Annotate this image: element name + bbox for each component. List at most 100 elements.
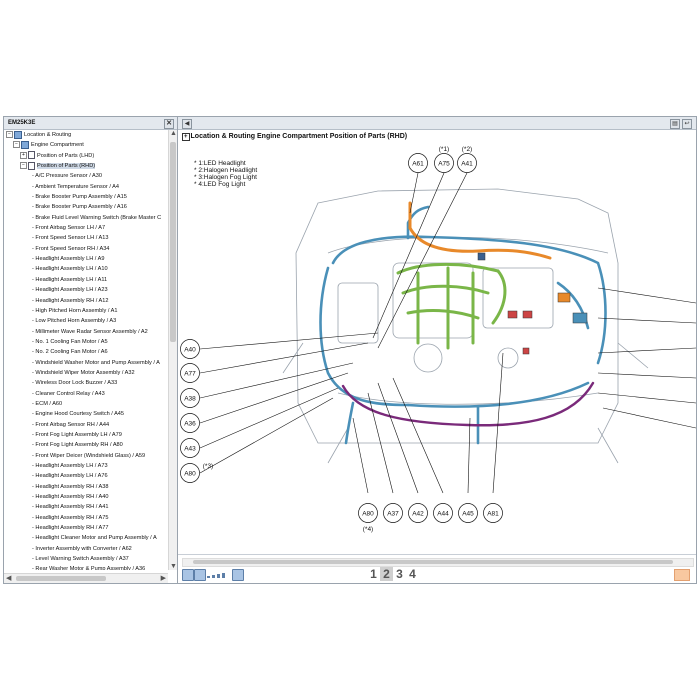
tree-item[interactable]: - A/C Pressure Sensor / A30 xyxy=(4,171,168,181)
tree-node-location-routing[interactable]: −Location & Routing xyxy=(4,130,168,140)
tree-item-label: - Cleaner Control Relay / A43 xyxy=(32,390,105,397)
tree-item[interactable]: - Front Speed Sensor RH / A34 xyxy=(4,244,168,254)
close-icon[interactable]: ✕ xyxy=(164,119,174,129)
tree-item[interactable]: - Front Airbag Sensor RH / A44 xyxy=(4,420,168,430)
scroll-thumb[interactable] xyxy=(193,560,673,564)
collapse-icon[interactable]: − xyxy=(20,162,27,170)
print-icon[interactable]: ▤ xyxy=(670,119,680,129)
wire-harness-orange xyxy=(408,201,552,260)
callout-a43[interactable]: A43 xyxy=(180,438,200,458)
connector xyxy=(557,292,571,303)
tree-item[interactable]: - Headlight Assembly RH / A77 xyxy=(4,523,168,533)
callout-a38[interactable]: A38 xyxy=(180,388,200,408)
tree-item[interactable]: - Front Fog Light Assembly RH / A80 xyxy=(4,440,168,450)
tree-vertical-scrollbar[interactable]: ▲ ▼ xyxy=(168,130,177,570)
zoom-icon[interactable] xyxy=(232,569,244,581)
expand-title-icon[interactable]: + xyxy=(182,133,190,141)
tree-item[interactable]: - Headlight Assembly RH / A38 xyxy=(4,482,168,492)
callout-a41[interactable]: A41 (*2) xyxy=(457,146,477,173)
tree-item[interactable]: - Windshield Washer Motor and Pump Assem… xyxy=(4,358,168,368)
scroll-down-icon[interactable]: ▼ xyxy=(170,563,177,570)
scroll-right-icon[interactable]: ▶ xyxy=(160,575,166,582)
tree-item[interactable]: - ECM / A60 xyxy=(4,399,168,409)
tree-item-label: - Front Wiper Deicer (Windshield Glass) … xyxy=(32,452,146,459)
wire-harness-blue xyxy=(319,205,607,445)
page-button-2[interactable]: 2 xyxy=(380,567,393,581)
tree-item[interactable]: - Headlight Assembly LH / A10 xyxy=(4,264,168,274)
tree-item[interactable]: - Front Speed Sensor LH / A13 xyxy=(4,233,168,243)
tree-node-lhd[interactable]: +Position of Parts (LHD) xyxy=(4,151,168,161)
tree-item[interactable]: - Low Pitched Horn Assembly / A3 xyxy=(4,316,168,326)
zoom-level-bars[interactable] xyxy=(207,573,229,578)
tree-item[interactable]: - Brake Fluid Level Warning Switch (Brak… xyxy=(4,213,168,223)
tree-item[interactable]: - Headlight Assembly RH / A12 xyxy=(4,296,168,306)
return-icon[interactable]: ↩ xyxy=(682,119,692,129)
tree-item[interactable]: - Headlight Assembly LH / A9 xyxy=(4,254,168,264)
tree-item-label: - Headlight Assembly LH / A73 xyxy=(32,463,108,469)
callout-a45[interactable]: A45 xyxy=(458,503,478,523)
callout-a80-left[interactable]: A80 (*3) xyxy=(180,463,214,483)
collapse-icon[interactable]: − xyxy=(13,141,20,149)
tree-item[interactable]: - High Pitched Horn Assembly / A1 xyxy=(4,306,168,316)
tree-item[interactable]: - No. 1 Cooling Fan Motor / A5 xyxy=(4,337,168,347)
callout-a40[interactable]: A40 xyxy=(180,339,200,359)
back-arrow-icon[interactable]: ◀ xyxy=(182,119,192,129)
tree-item-label: - Front Fog Light Assembly RH / A80 xyxy=(32,442,123,449)
expand-icon[interactable]: + xyxy=(20,151,27,159)
fit-view-icon[interactable] xyxy=(182,569,194,581)
tree-item[interactable]: - Headlight Assembly RH / A75 xyxy=(4,513,168,523)
tree-item[interactable]: - Headlight Assembly LH / A11 xyxy=(4,275,168,285)
footnote-marker: (*1) xyxy=(439,146,449,153)
tree-item-label: - Headlight Assembly LH / A11 xyxy=(32,276,108,283)
tree-item[interactable]: - Headlight Assembly LH / A73 xyxy=(4,461,168,471)
page-button-4[interactable]: 4 xyxy=(409,567,416,581)
callout-a37[interactable]: A37 xyxy=(383,503,403,523)
connector xyxy=(522,347,530,355)
diagram-horizontal-scrollbar[interactable] xyxy=(182,558,694,567)
tree-item[interactable]: - Millimeter Wave Radar Sensor Assembly … xyxy=(4,327,168,337)
tree-node-rhd[interactable]: −Position of Parts (RHD) xyxy=(4,161,168,171)
tree-item[interactable]: - Ambient Temperature Sensor / A4 xyxy=(4,182,168,192)
tree-node-engine-compartment[interactable]: −Engine Compartment xyxy=(4,140,168,150)
tree-item[interactable]: - Inverter Assembly with Converter / A62 xyxy=(4,544,168,554)
callout-a80-bottom[interactable]: A80 (*4) xyxy=(358,503,378,534)
tree-item[interactable]: - Brake Booster Pump Assembly / A15 xyxy=(4,192,168,202)
collapse-icon[interactable]: − xyxy=(6,131,13,139)
callout-a61[interactable]: A61 xyxy=(408,153,428,173)
tree-item[interactable]: - Front Airbag Sensor LH / A7 xyxy=(4,223,168,233)
scroll-left-icon[interactable]: ◀ xyxy=(6,575,12,582)
callout-a81[interactable]: A81 xyxy=(483,503,503,523)
tree-item[interactable]: - Headlight Cleaner Motor and Pump Assem… xyxy=(4,533,168,543)
callout-a75[interactable]: A75 (*1) xyxy=(434,146,454,173)
tree-item[interactable]: - Level Warning Switch Assembly / A37 xyxy=(4,554,168,564)
tree-item[interactable]: - Headlight Assembly LH / A76 xyxy=(4,471,168,481)
tree-item[interactable]: - Windshield Wiper Motor Assembly / A32 xyxy=(4,368,168,378)
tree-item[interactable]: - Cleaner Control Relay / A43 xyxy=(4,389,168,399)
tree-item[interactable]: - Rear Washer Motor & Pump Assembly / A3… xyxy=(4,564,168,570)
svg-text:A40: A40 xyxy=(184,347,196,354)
tree-item-label: - Headlight Assembly LH / A9 xyxy=(32,256,105,263)
callout-a44[interactable]: A44 xyxy=(433,503,453,523)
tree-item[interactable]: - Headlight Assembly LH / A23 xyxy=(4,285,168,295)
zoom-out-icon[interactable] xyxy=(194,569,206,581)
callout-a77[interactable]: A77 xyxy=(180,363,200,383)
callout-a42[interactable]: A42 xyxy=(408,503,428,523)
page-button-3[interactable]: 3 xyxy=(396,567,403,581)
scroll-thumb[interactable] xyxy=(170,142,176,342)
tree-item[interactable]: - Engine Hood Courtesy Switch / A45 xyxy=(4,409,168,419)
footnote-marker: (*4) xyxy=(363,526,373,533)
comment-icon[interactable] xyxy=(674,569,690,581)
tree-item[interactable]: - Front Wiper Deicer (Windshield Glass) … xyxy=(4,451,168,461)
tree-item[interactable]: - No. 2 Cooling Fan Motor / A6 xyxy=(4,347,168,357)
tree-item[interactable]: - Brake Booster Pump Assembly / A16 xyxy=(4,202,168,212)
scroll-up-icon[interactable]: ▲ xyxy=(170,130,177,137)
tree-item[interactable]: - Headlight Assembly RH / A41 xyxy=(4,502,168,512)
scroll-thumb[interactable] xyxy=(16,576,106,581)
tree-item-label: - Brake Booster Pump Assembly / A16 xyxy=(32,204,127,211)
tree-item[interactable]: - Wireless Door Lock Buzzer / A33 xyxy=(4,378,168,388)
callout-a36[interactable]: A36 xyxy=(180,413,200,433)
tree-horizontal-scrollbar[interactable]: ◀ ▶ xyxy=(4,573,168,583)
tree-item[interactable]: - Headlight Assembly RH / A40 xyxy=(4,492,168,502)
tree-item[interactable]: - Front Fog Light Assembly LH / A79 xyxy=(4,430,168,440)
page-button-1[interactable]: 1 xyxy=(370,567,377,581)
